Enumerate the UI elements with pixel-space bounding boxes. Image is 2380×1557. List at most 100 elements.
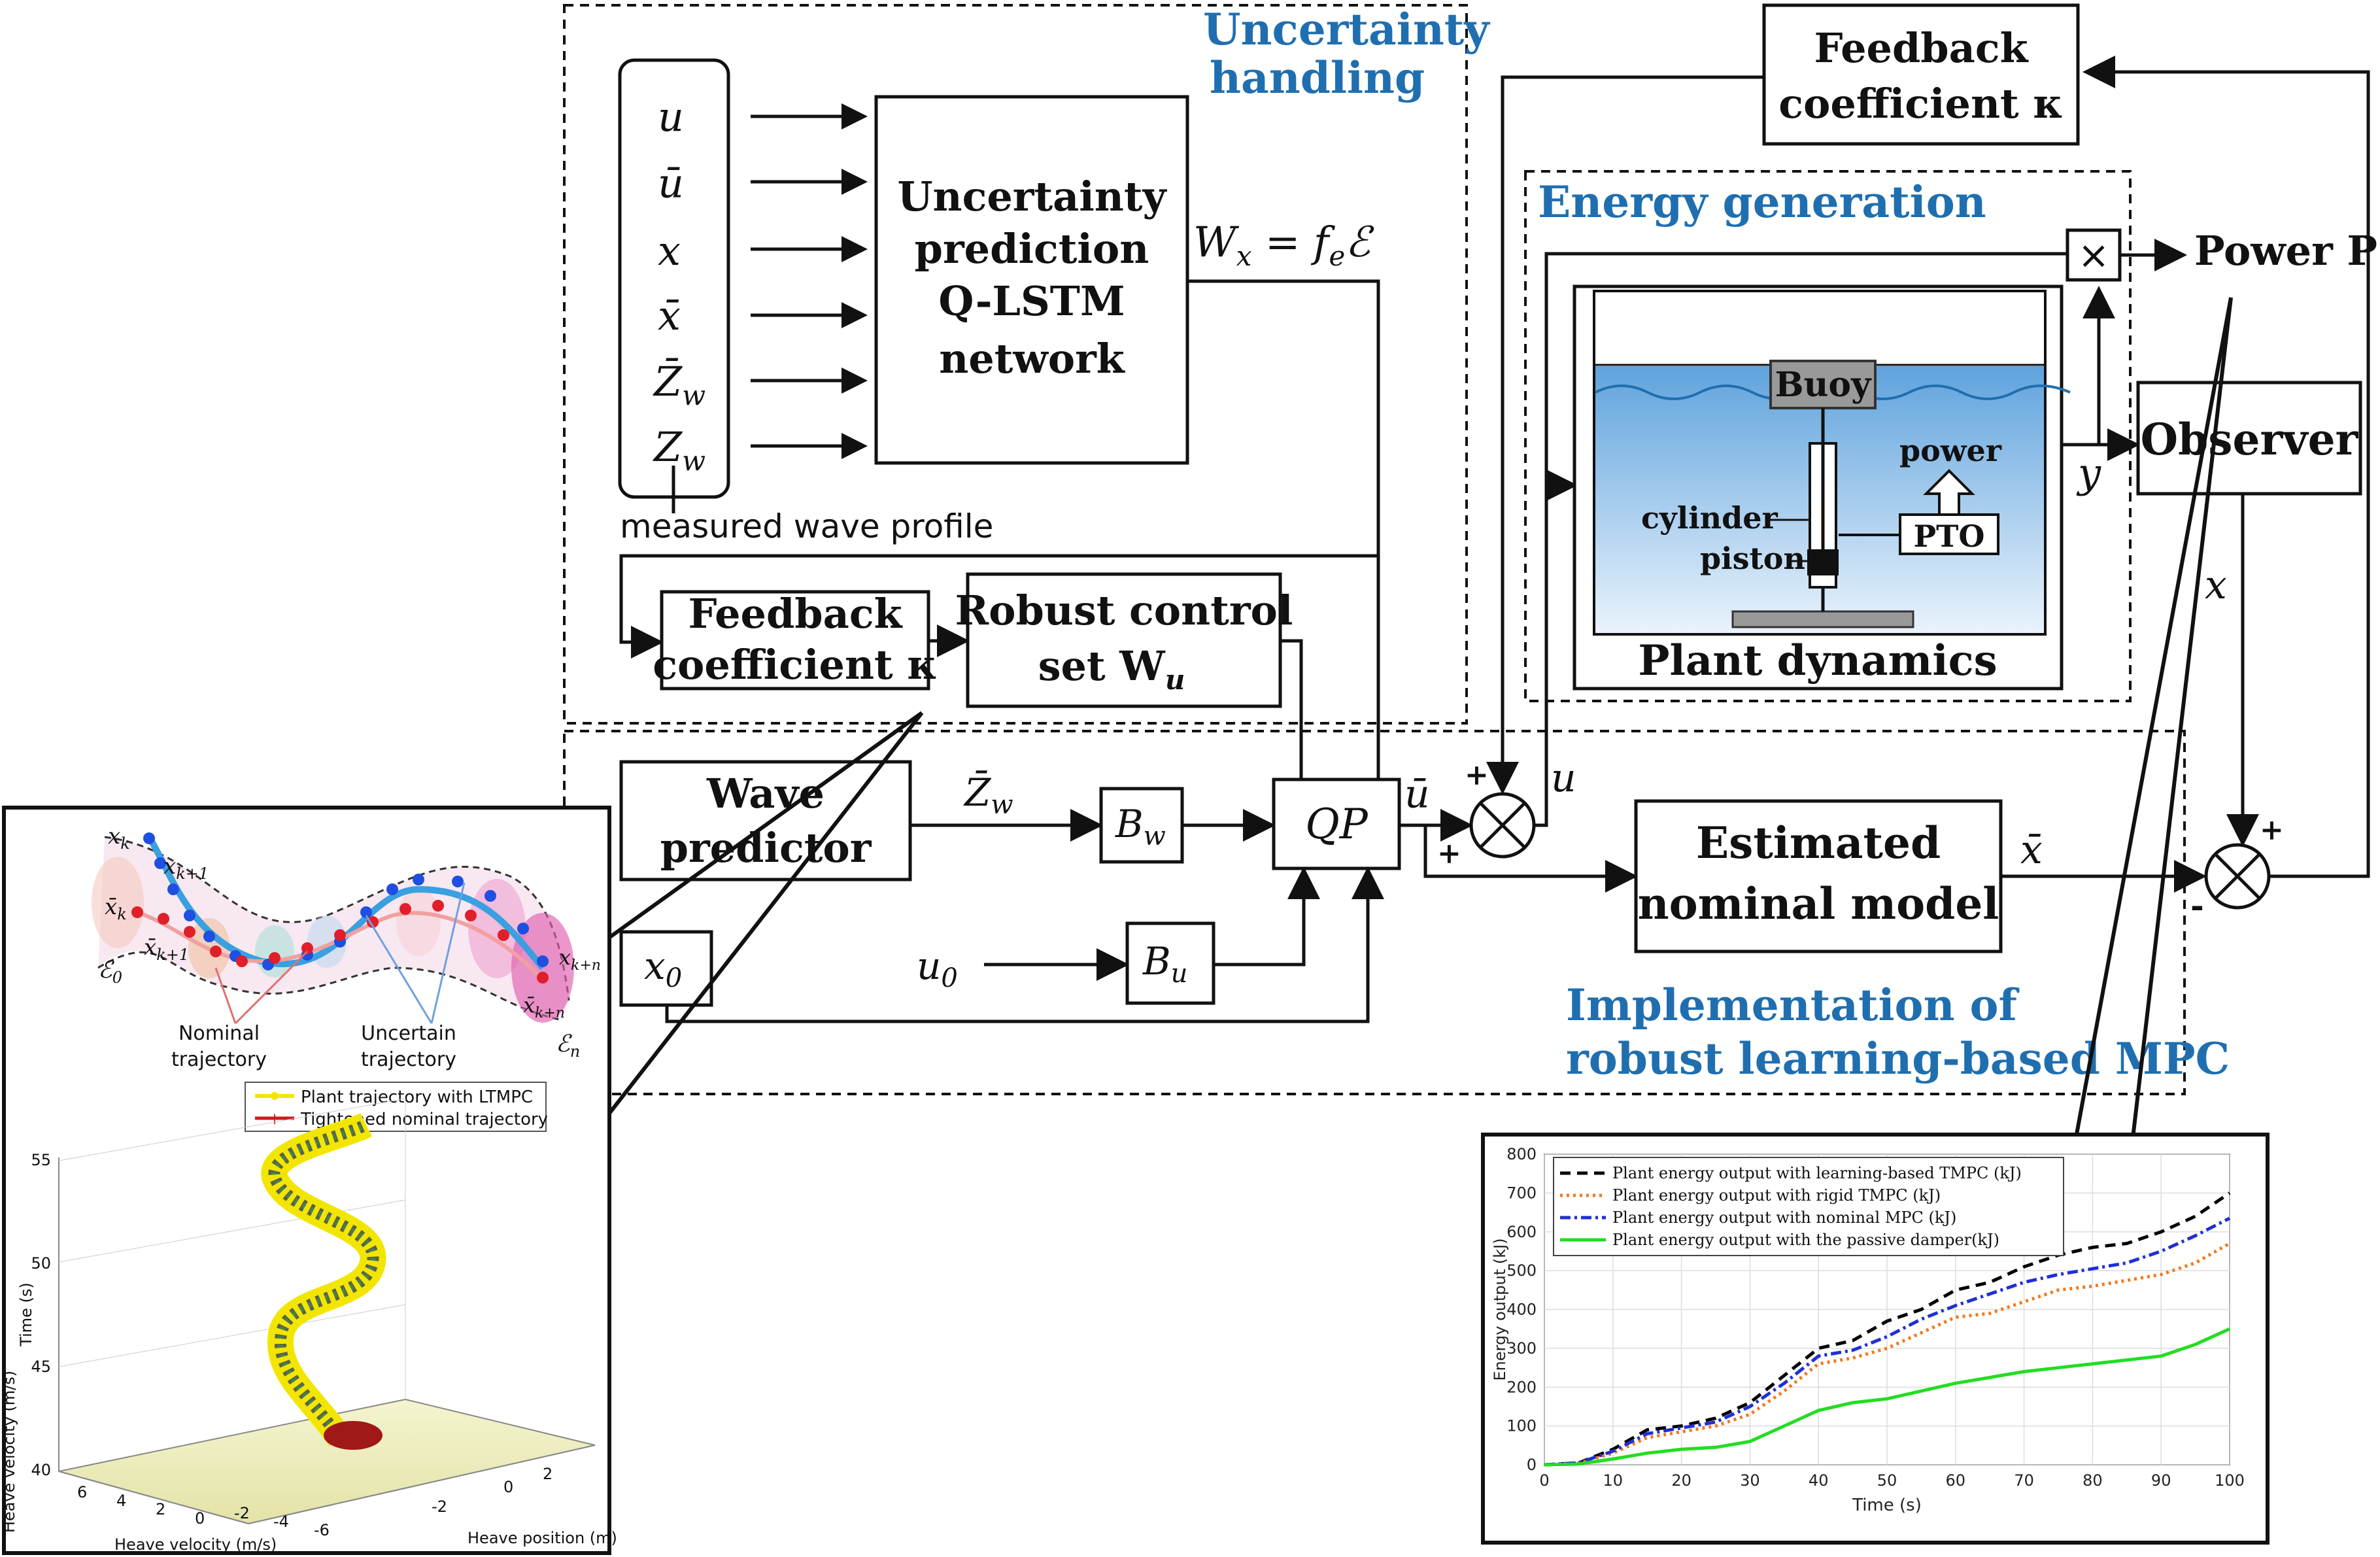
x-tick-label: 80	[2082, 1471, 2103, 1490]
signal-u: u	[1551, 755, 1576, 801]
y-tick-label: 600	[1506, 1223, 1537, 1241]
x-tick-label: 20	[1671, 1471, 1692, 1490]
signal-x: x	[2205, 562, 2227, 608]
x0-label: x0	[644, 944, 682, 993]
qlstm-block	[874, 95, 1189, 465]
feedback-line-1: Feedback	[688, 590, 903, 638]
y-tick-label: 100	[1506, 1417, 1537, 1435]
input-arrows	[751, 103, 868, 459]
series-line-3	[1544, 1216, 2231, 1467]
svg-text:+: +	[268, 1110, 281, 1128]
plot-3d: + Plant trajectory with LTMPC Tightened …	[0, 1082, 617, 1554]
wave-predictor-block	[619, 760, 912, 881]
qlstm-line-1: Uncertainty	[897, 173, 1167, 220]
x-tick-label: 90	[2151, 1471, 2171, 1490]
signal-zw-bar: Z̄w	[963, 770, 1013, 820]
ytick-0: 0	[503, 1478, 513, 1496]
legend-entry-1: Plant energy output with learning-based …	[1612, 1164, 2022, 1182]
ytick-2: 2	[543, 1465, 552, 1483]
input-x-bar: x̄	[658, 292, 681, 339]
inset-connector-3	[2074, 297, 2233, 1138]
sum2-minus: -	[2190, 886, 2204, 925]
x-axis-label: Time (s)	[1852, 1496, 1922, 1515]
uncertainty-title-1: Uncertainty	[1203, 4, 1490, 55]
zlabel: Time (s)	[17, 1282, 35, 1347]
inset-connector-1	[607, 711, 923, 940]
feedback-coefficient-block	[660, 590, 930, 691]
label-xb-k1: x̄k+1	[144, 934, 189, 964]
fb-top-line-1: Feedback	[1814, 24, 2029, 72]
wx-equation: Wx = feℰ	[1193, 218, 1374, 272]
nominal-trajectory-label-2: trajectory	[171, 1048, 267, 1071]
piston	[1807, 549, 1839, 575]
feedback-coefficient-top-block	[1762, 3, 2080, 146]
xtick-m2: -2	[234, 1504, 250, 1522]
energy-title: Energy generation	[1538, 177, 1986, 228]
input-u: u	[658, 93, 684, 141]
y-tick-label: 200	[1506, 1378, 1537, 1396]
summing-junction-2	[2204, 843, 2271, 910]
label-x-k1: xk+1	[163, 853, 209, 883]
power-up-arrow	[1923, 469, 1975, 516]
qp-label: QP	[1305, 800, 1368, 849]
xtick-m4: -4	[273, 1513, 289, 1531]
ytick-m2: -2	[432, 1497, 447, 1516]
signal-x-bar: x̄	[2020, 827, 2043, 873]
qlstm-line-3: Q-LSTM	[938, 277, 1125, 325]
input-u-bar: ū	[658, 160, 684, 207]
label-en: ℰn	[556, 1031, 580, 1061]
x-tick-label: 10	[1603, 1471, 1624, 1490]
x-tick-label: 0	[1539, 1471, 1549, 1490]
ztick-45: 45	[31, 1358, 51, 1376]
nominal-trajectory-label-1: Nominal	[178, 1022, 260, 1045]
uncertainty-section-box	[563, 4, 1468, 725]
qp-block	[1272, 778, 1401, 870]
sum1-plus-bottom: +	[1437, 837, 1461, 870]
input-x: x	[658, 227, 681, 275]
qlstm-line-2: prediction	[915, 225, 1149, 273]
label-x-k: xk	[108, 823, 130, 853]
pto-block	[1899, 513, 1999, 555]
robust-line-1: Robust control	[955, 587, 1293, 634]
ztick-40: 40	[31, 1461, 51, 1479]
y-tick-label: 300	[1506, 1339, 1537, 1358]
y-tick-label: 700	[1506, 1184, 1537, 1202]
implementation-title-2: robust learning-based MPC	[1566, 1033, 2230, 1084]
uncertain-trajectory-label-2: trajectory	[361, 1048, 456, 1071]
x-tick-label: 100	[2215, 1471, 2245, 1490]
buoy	[1769, 360, 1877, 409]
multiplier-block	[2066, 228, 2122, 282]
inset-connector-4	[2131, 297, 2233, 1138]
buoy-label: Buoy	[1775, 365, 1872, 405]
ylabel-3d: Heave position (m)	[468, 1529, 617, 1547]
qlstm-line-4: network	[939, 335, 1126, 383]
xtick-2: 2	[156, 1500, 165, 1518]
signal-y: y	[2076, 449, 2101, 497]
xtick-6: 6	[77, 1483, 87, 1501]
wave-predictor-line-1: Wave	[706, 770, 824, 817]
series-line-2	[1544, 1242, 2231, 1467]
side-label: Heave velocity (m/s)	[0, 1371, 18, 1533]
y-tick-label: 400	[1506, 1301, 1537, 1319]
plant-dynamics-label: Plant dynamics	[1638, 636, 1997, 685]
series-line-4	[1544, 1327, 2231, 1467]
x-tick-label: 30	[1740, 1471, 1760, 1490]
wave-predictor-line-2: predictor	[660, 824, 872, 872]
bu-label: Bu	[1142, 939, 1187, 989]
y-tick-label: 500	[1506, 1261, 1537, 1280]
measured-wave-label: measured wave profile	[620, 507, 993, 545]
sum2-plus: +	[2260, 813, 2284, 847]
x-tick-label: 50	[1877, 1471, 1897, 1490]
xtick-0: 0	[195, 1509, 205, 1528]
power-output-label: Power P	[2194, 227, 2377, 275]
y-axis-label: Energy output (kJ)	[1491, 1238, 1509, 1380]
legend-entry-2: Plant energy output with rigid TMPC (kJ)	[1612, 1186, 1941, 1205]
uncertainty-title-2: handling	[1210, 52, 1425, 103]
legend-entry-4: Plant energy output with the passive dam…	[1612, 1231, 1999, 1249]
observer-block	[2136, 381, 2362, 496]
x0-block	[619, 930, 713, 1007]
xlabel-3d: Heave velocity (m/s)	[114, 1535, 277, 1554]
sum1-plus-top: +	[1465, 759, 1489, 792]
series-line-1	[1544, 1191, 2231, 1467]
